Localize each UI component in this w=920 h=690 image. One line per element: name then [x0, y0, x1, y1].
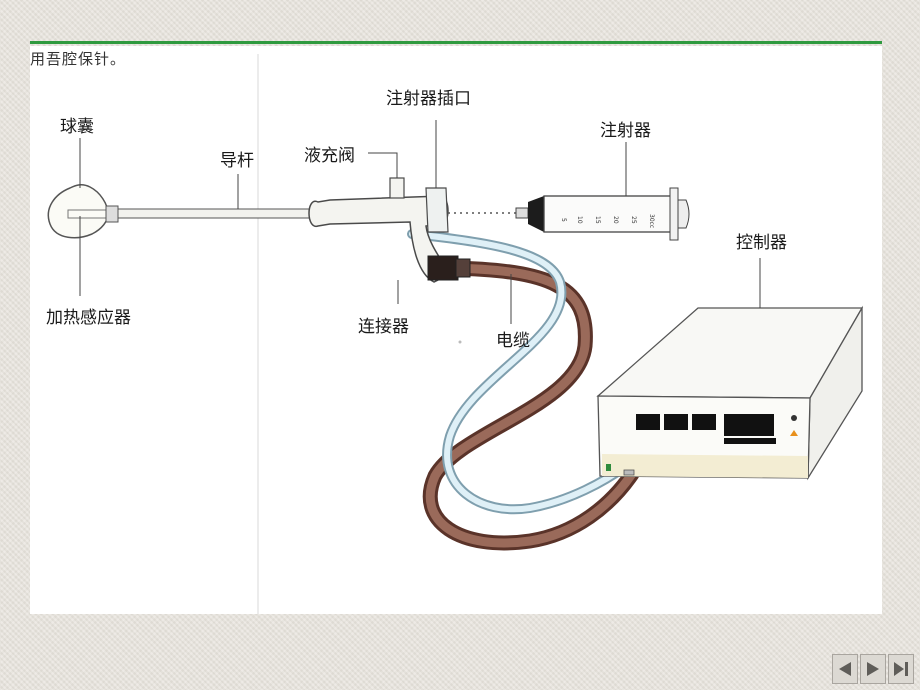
syringe-scale-label: 20 — [612, 216, 619, 224]
controller-port — [623, 469, 635, 476]
label-syringe: 注射器 — [600, 121, 651, 141]
device-diagram: 5 10 15 20 25 30cc 球囊 导杆 — [46, 54, 864, 614]
label-balloon: 球囊 — [60, 117, 94, 137]
guide-rod — [117, 208, 319, 219]
syringe-port — [425, 187, 449, 233]
previous-slide-button[interactable] — [832, 654, 858, 684]
controller-display-strip — [724, 438, 776, 444]
label-guide-rod: 导杆 — [220, 151, 254, 171]
controller-display-3 — [692, 414, 716, 430]
balloon-collar — [105, 205, 119, 223]
label-controller: 控制器 — [736, 233, 787, 253]
controller-display-2 — [664, 414, 688, 430]
syringe-scale-label: 10 — [576, 216, 583, 224]
label-fill-valve: 液充阀 — [304, 146, 355, 166]
syringe-scale-label: 25 — [630, 216, 637, 224]
controller-indicator — [791, 415, 797, 421]
syringe-scale: 5 10 15 20 25 30cc — [560, 214, 655, 228]
syringe-flange — [669, 187, 679, 241]
connector — [427, 255, 459, 281]
leader-fill-valve — [368, 152, 398, 178]
label-syringe-port: 注射器插口 — [386, 89, 471, 109]
connector-band — [455, 258, 471, 278]
controller-display-4 — [724, 414, 774, 436]
speck — [458, 340, 462, 344]
controller-base-band — [602, 454, 808, 478]
controller-warning-indicator — [790, 430, 798, 436]
fluid-tube-inner — [409, 231, 629, 513]
syringe-scale-label: 30cc — [648, 214, 655, 228]
skip-end-icon — [894, 662, 908, 676]
syringe-scale-label: 15 — [594, 216, 601, 224]
slide-panel: 用吾腔保针。 5 10 15 20 25 — [30, 46, 882, 614]
label-connector: 连接器 — [358, 317, 409, 337]
syringe-tip — [515, 207, 529, 219]
controller-power-light — [606, 464, 611, 471]
controller-display-1 — [636, 414, 660, 430]
label-cable: 电缆 — [496, 331, 530, 351]
page-heading: 用吾腔保针。 — [30, 50, 127, 68]
syringe-cone — [528, 196, 544, 232]
balloon — [47, 184, 109, 239]
next-slide-button[interactable] — [860, 654, 886, 684]
triangle-left-icon — [839, 662, 851, 676]
fill-valve — [389, 177, 405, 199]
syringe-scale-label: 5 — [560, 218, 567, 222]
triangle-right-icon — [867, 662, 879, 676]
label-heating-sensor: 加热感应器 — [46, 308, 131, 328]
title-rule — [30, 41, 882, 44]
last-slide-button[interactable] — [888, 654, 914, 684]
syringe-plunger — [677, 199, 690, 229]
slide-navigation — [832, 654, 914, 688]
